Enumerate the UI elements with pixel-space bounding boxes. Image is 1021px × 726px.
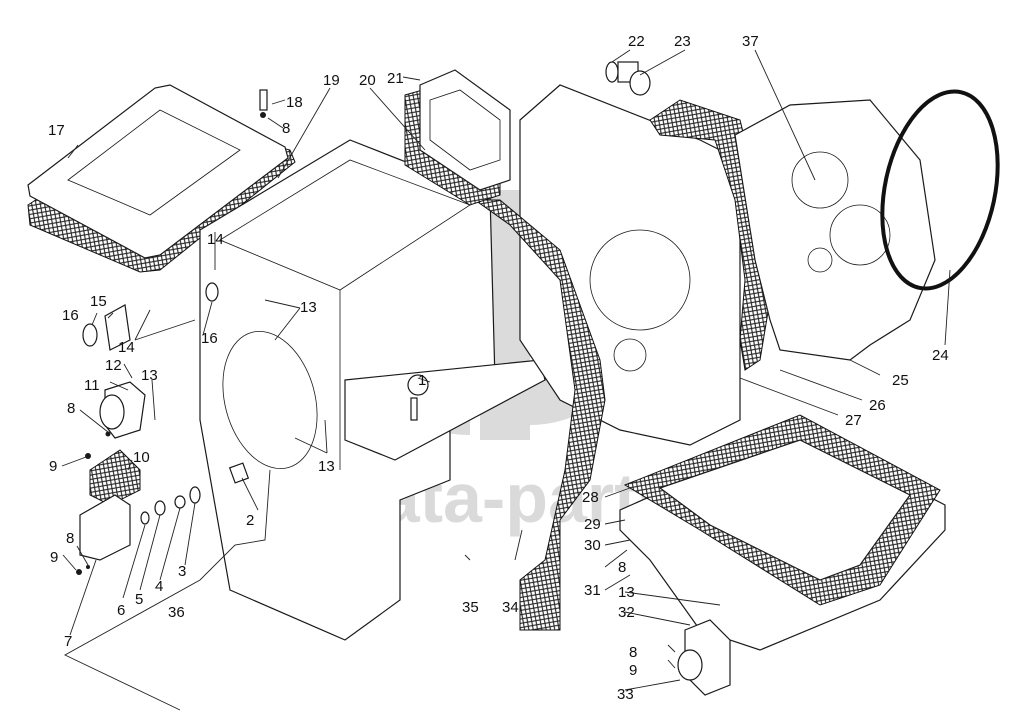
front-housing-part [734,99,936,361]
callout-17[interactable]: 17 [48,122,65,139]
callout-20[interactable]: 20 [359,72,376,89]
callout-25[interactable]: 25 [892,372,909,389]
callout-31[interactable]: 31 [584,582,601,599]
callout-8-top[interactable]: 8 [282,120,290,137]
callout-8-lower-left[interactable]: 8 [66,530,74,547]
leader-lines [61,49,951,711]
callout-14-top[interactable]: 14 [207,231,224,248]
callout-3[interactable]: 3 [178,563,186,580]
flange-33-part [677,619,731,696]
callout-13-sump[interactable]: 13 [618,584,635,601]
callout-33[interactable]: 33 [617,686,634,703]
callout-30[interactable]: 30 [584,537,601,554]
callout-10[interactable]: 10 [133,449,150,466]
callout-7[interactable]: 7 [64,633,72,650]
callout-8-left[interactable]: 8 [67,400,75,417]
callout-13-left[interactable]: 13 [141,367,158,384]
callout-9-lower-left[interactable]: 9 [50,549,58,566]
callout-5[interactable]: 5 [135,591,143,608]
callout-12[interactable]: 12 [105,357,122,374]
callout-labels: 1 2 3 4 5 6 7 8 8 8 8 8 9 9 9 10 11 12 1… [48,33,949,703]
callout-24[interactable]: 24 [932,347,949,364]
callout-21[interactable]: 21 [387,70,404,87]
plate-gasket-34 [473,199,606,631]
plug-part [605,61,651,96]
callout-27[interactable]: 27 [845,412,862,429]
callout-36[interactable]: 36 [168,604,185,621]
callout-32[interactable]: 32 [618,604,635,621]
callout-13-housing-lower[interactable]: 13 [318,458,335,475]
callout-1[interactable]: 1 [418,372,426,389]
callout-19[interactable]: 19 [323,72,340,89]
cover-21-part [404,69,511,206]
callout-11[interactable]: 11 [84,377,100,394]
oil-sump-part [619,414,946,651]
callout-26[interactable]: 26 [869,397,886,414]
callout-35[interactable]: 35 [462,599,479,616]
small-parts-left [76,89,429,575]
callout-4[interactable]: 4 [155,578,163,595]
seal-ring-part [880,89,1000,291]
callout-6[interactable]: 6 [117,602,125,619]
callout-8-sump-flange[interactable]: 8 [629,644,637,661]
callout-2[interactable]: 2 [246,512,254,529]
callout-16-fitting[interactable]: 16 [62,307,79,324]
callout-14-left[interactable]: 14 [118,339,135,356]
callout-34[interactable]: 34 [502,599,519,616]
callout-23[interactable]: 23 [674,33,691,50]
callout-22[interactable]: 22 [628,33,645,50]
callout-37[interactable]: 37 [742,33,759,50]
callout-18[interactable]: 18 [286,94,303,111]
callout-15[interactable]: 15 [90,293,107,310]
callout-28[interactable]: 28 [582,489,599,506]
callout-9-upper-left[interactable]: 9 [49,458,57,475]
callout-29[interactable]: 29 [584,516,601,533]
callout-16-housing[interactable]: 16 [201,330,218,347]
callout-13-housing-side[interactable]: 13 [300,299,317,316]
callout-9-sump-flange[interactable]: 9 [629,662,637,679]
callout-8-sump[interactable]: 8 [618,559,626,576]
